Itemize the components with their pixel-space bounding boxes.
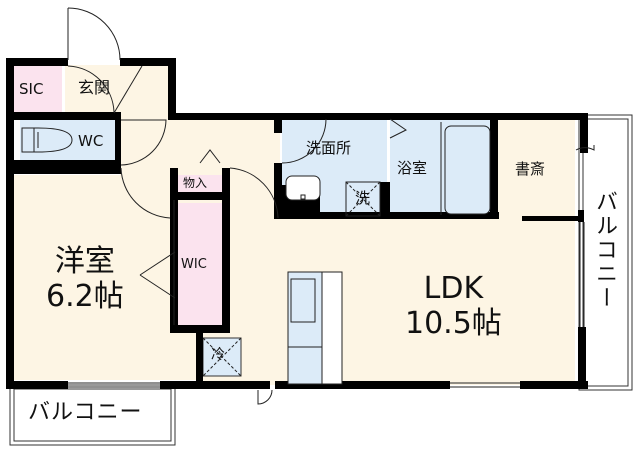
balcony-east-label: バルコニー (592, 190, 617, 310)
wc-label: WC (78, 132, 104, 150)
floors (12, 65, 575, 385)
balcony-south-area (9, 384, 176, 446)
ldk-label: LDK 10.5帖 (405, 271, 502, 341)
bathroom-label: 浴室 (397, 159, 428, 177)
walls (6, 58, 588, 389)
washer-label: 洗 (355, 189, 371, 207)
washroom-label: 洗面所 (306, 139, 352, 157)
ldk-name: LDK (423, 271, 484, 306)
sic-label: SIC (19, 80, 44, 98)
wic-label: WIC (181, 257, 207, 272)
balcony-south-label: バルコニー (28, 400, 143, 425)
fixtures (21, 7, 595, 405)
entrance-label: 玄関 (78, 78, 111, 97)
storage-label: 物入 (183, 176, 208, 190)
ldk-size: 10.5帖 (405, 305, 502, 341)
western-room-name: 洋室 (54, 244, 115, 279)
study-label: 書斎 (515, 160, 546, 178)
western-room-size: 6.2帖 (46, 278, 124, 314)
western-room-label: 洋室 6.2帖 (46, 244, 124, 314)
fridge-label: 冷 (211, 347, 225, 363)
balcony-east-area (578, 114, 633, 391)
